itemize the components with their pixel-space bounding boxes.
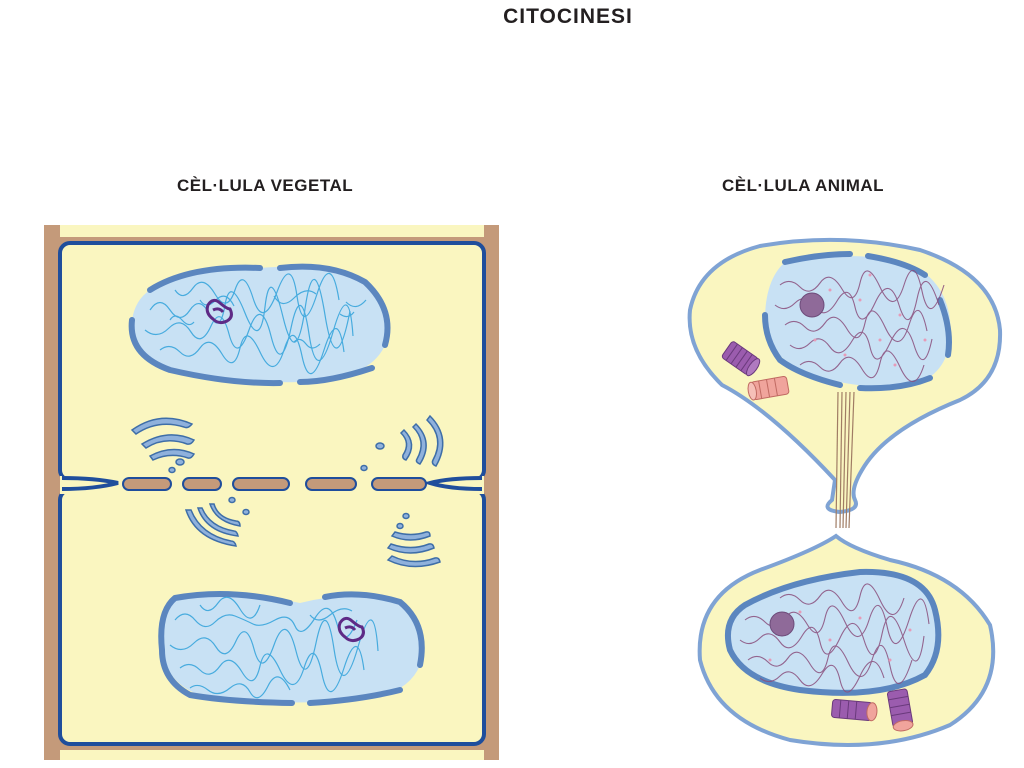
golgi-upper-right [360, 414, 444, 472]
plant-nucleus-top [128, 263, 391, 387]
centrioles-bottom [831, 688, 914, 732]
membrane-notch-right [422, 476, 483, 491]
nuclear-envelope [762, 251, 952, 392]
centriole [721, 341, 761, 377]
golgi-lower-right [386, 512, 441, 568]
chromatin-dots [813, 273, 927, 367]
centriole [887, 688, 914, 732]
plant-cell-label: CÈL·LULA VEGETAL [177, 176, 354, 195]
neighbour-cytoplasm-top [60, 225, 484, 237]
animal-cell-label: CÈL·LULA ANIMAL [722, 176, 885, 195]
centrioles-top [721, 341, 790, 401]
cell-plate-vesicle [232, 477, 290, 491]
golgi-lower-left [184, 496, 250, 547]
nucleolus [769, 611, 795, 637]
cell-plate-vesicle [305, 477, 357, 491]
centriole [831, 699, 878, 722]
cell-plate-vesicle [182, 477, 222, 491]
nucleolus [337, 616, 365, 643]
membrane-notch-left [61, 476, 119, 491]
cell-plate [122, 477, 427, 491]
golgi-apparatus [130, 414, 444, 568]
chromatin [144, 272, 367, 375]
plant-cell [44, 225, 499, 760]
plant-nucleus-bottom [158, 591, 425, 706]
page-title: CITOCINESI [503, 5, 633, 28]
nucleus [765, 256, 951, 388]
nucleolus [799, 292, 825, 318]
nuclear-envelope [158, 591, 425, 706]
nucleus [724, 568, 942, 696]
nuclear-envelope [128, 263, 391, 387]
nucleus [131, 266, 388, 383]
chromatin [169, 596, 379, 699]
cell-plate-vesicle [122, 477, 172, 491]
animal-cell [687, 237, 1003, 747]
animal-nucleus-bottom [724, 568, 942, 696]
cell-plate-vesicle [371, 477, 427, 491]
neighbour-cytoplasm-bottom [60, 750, 484, 760]
chromatin-dots [768, 610, 912, 662]
golgi-upper-left [130, 417, 196, 474]
nucleolus [205, 298, 233, 325]
spindle-fibers [835, 391, 855, 529]
animal-nucleus-top [762, 251, 952, 392]
centriole [747, 375, 790, 401]
